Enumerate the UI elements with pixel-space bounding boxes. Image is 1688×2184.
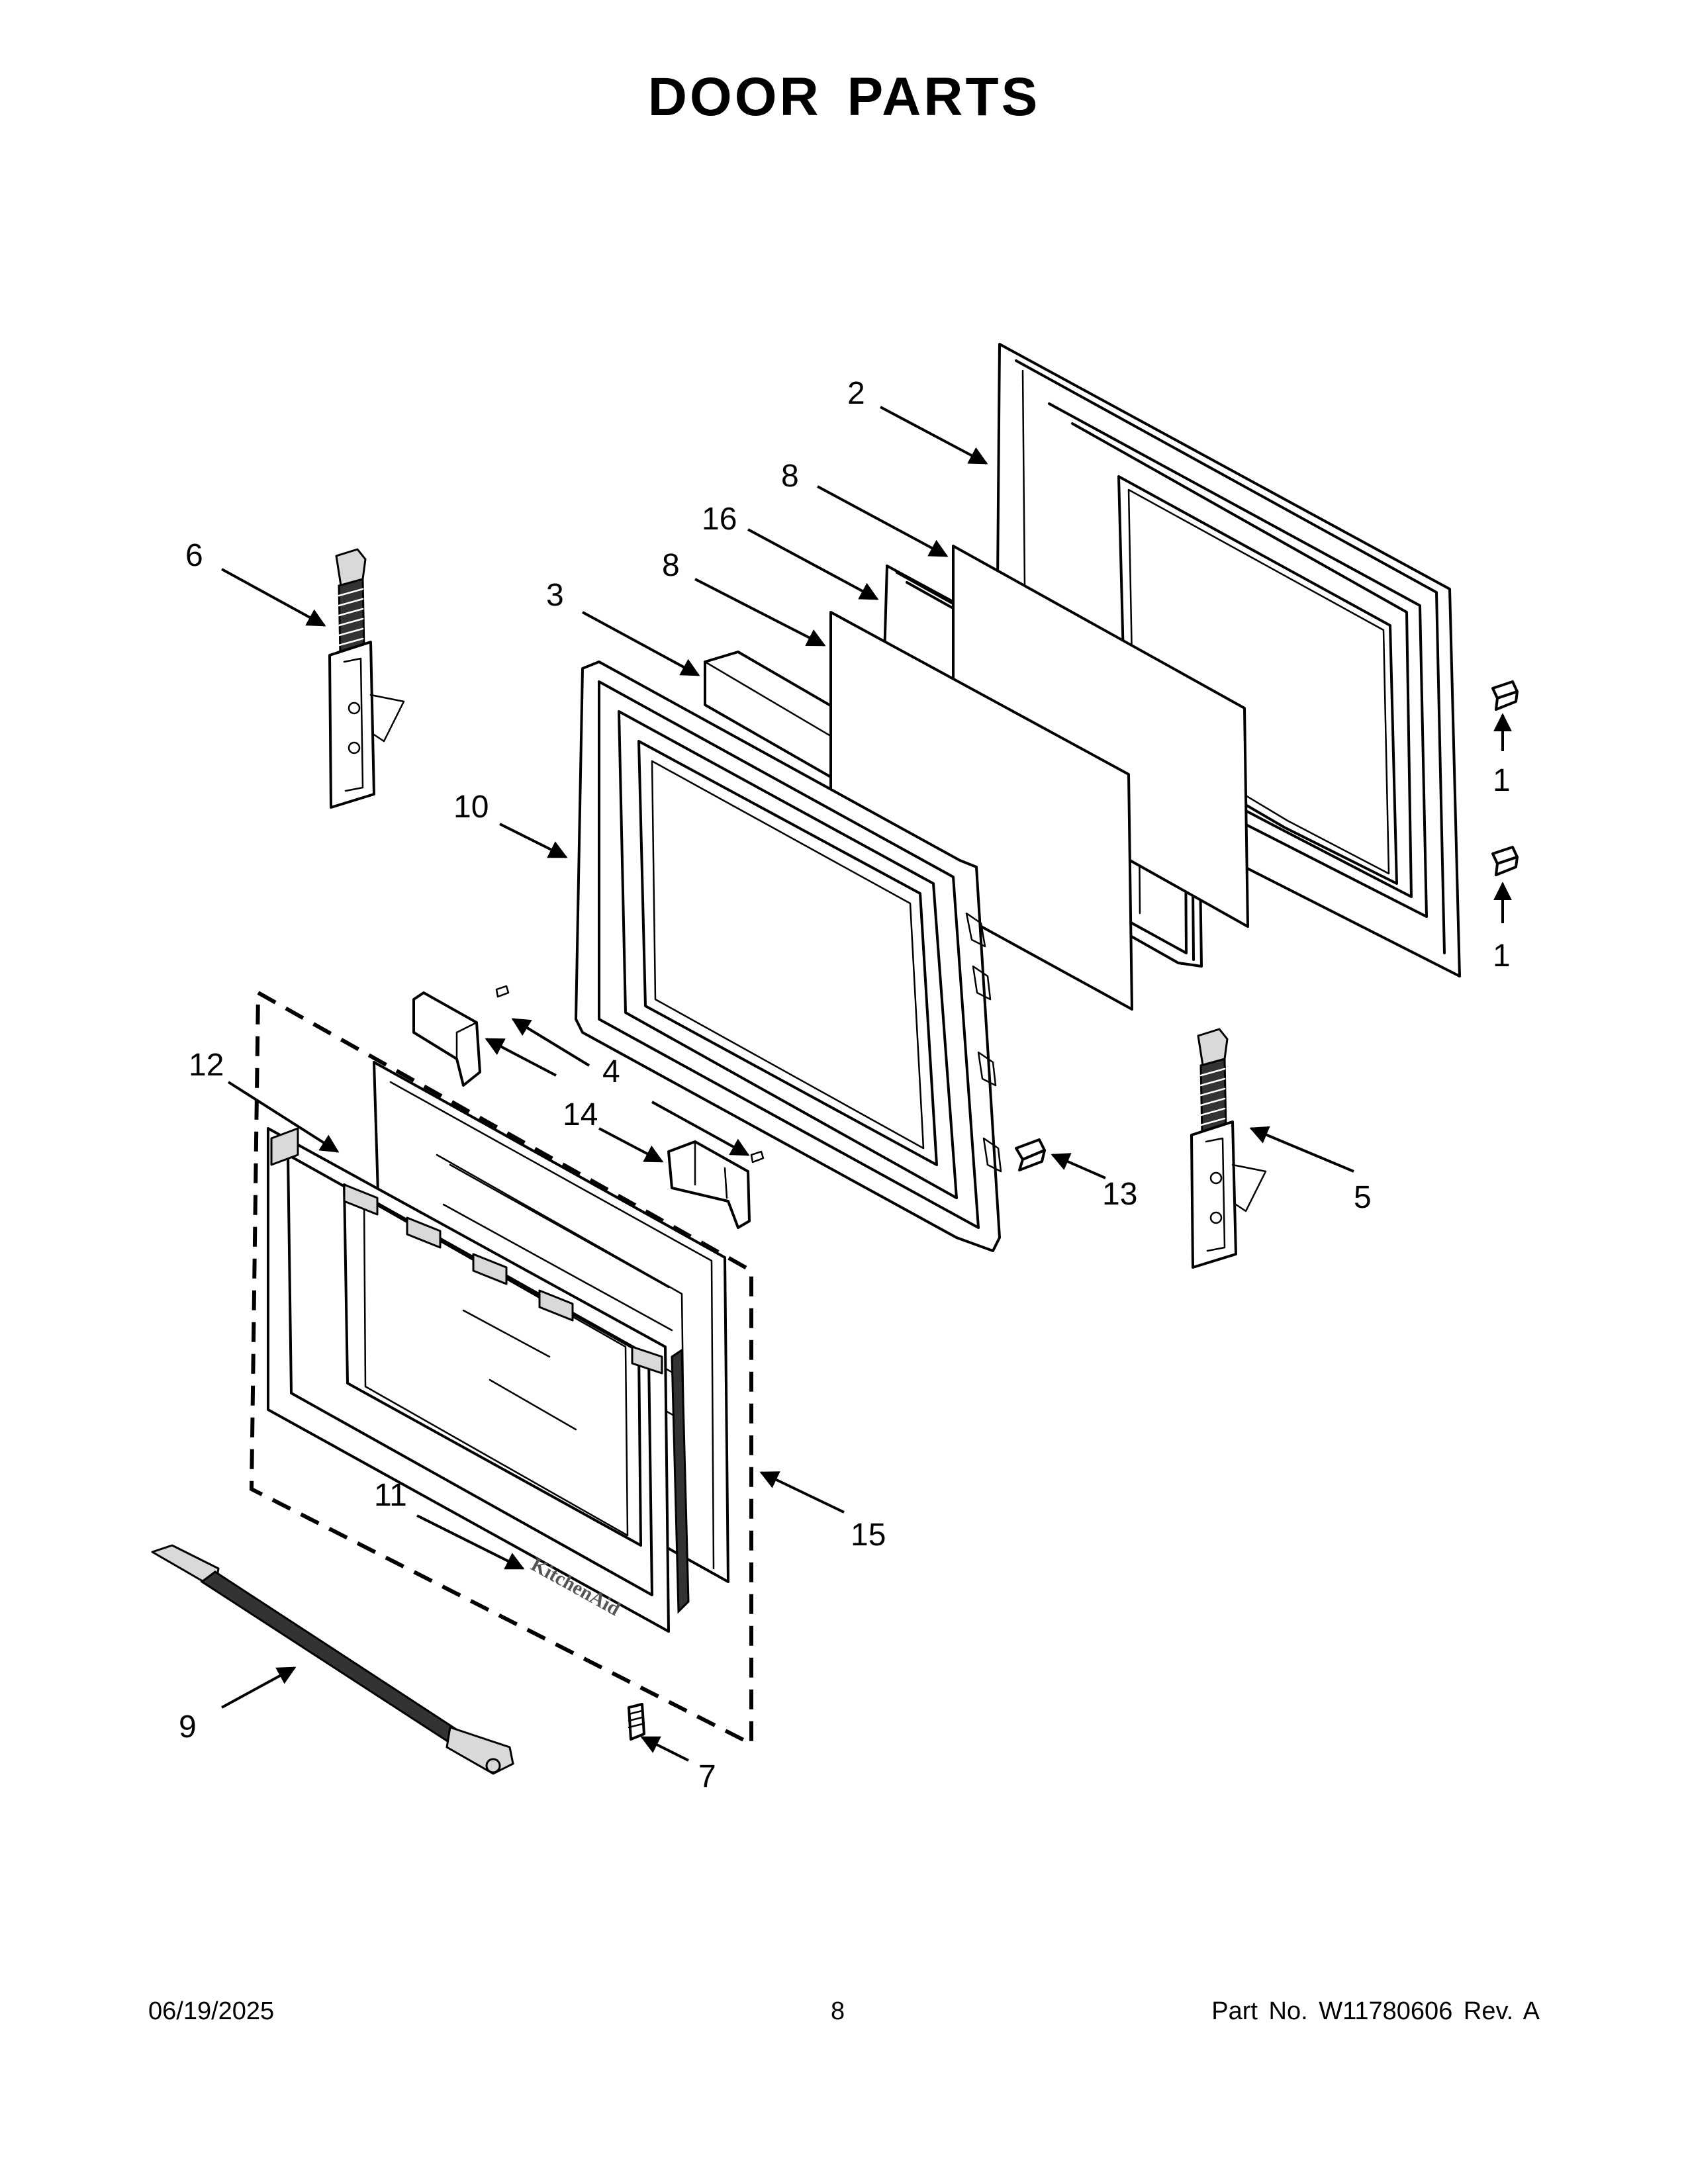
door-handle	[151, 1544, 514, 1775]
bracket-lower	[667, 1140, 751, 1229]
hinge-right	[1190, 1028, 1267, 1269]
footer-page-number: 8	[831, 1997, 845, 2025]
callout-5: 5	[1354, 1180, 1372, 1215]
screw-4-upper	[495, 985, 510, 998]
outer-door-panel	[267, 1061, 729, 1633]
outer-door-assembly-outline	[249, 989, 753, 1747]
leader-lines	[221, 406, 1512, 1762]
footer-part-number: Part No. W11780606 Rev. A	[1211, 1997, 1540, 2025]
callout-1b: 1	[1493, 938, 1511, 974]
screw-lower	[1491, 846, 1519, 876]
callout-8b: 8	[662, 548, 680, 583]
callout-6: 6	[185, 538, 203, 573]
callout-16: 16	[702, 502, 737, 537]
callout-2: 2	[847, 376, 865, 411]
callout-15: 15	[851, 1518, 886, 1553]
bracket-upper	[412, 991, 481, 1087]
callout-12: 12	[189, 1048, 224, 1083]
screw-7	[628, 1703, 645, 1741]
glass-panel-front	[829, 611, 1133, 1011]
hinge-left	[328, 548, 405, 809]
callout-9: 9	[179, 1709, 197, 1745]
callout-14: 14	[563, 1097, 598, 1132]
callout-11: 11	[374, 1478, 407, 1513]
footer-date: 06/19/2025	[148, 1997, 275, 2025]
callout-3: 3	[546, 578, 564, 613]
callout-7: 7	[698, 1759, 716, 1794]
screw-13	[1015, 1138, 1046, 1171]
door-liner-frame	[575, 660, 1002, 1252]
callout-1a: 1	[1493, 763, 1511, 798]
page-title: DOOR PARTS	[647, 67, 1041, 127]
callout-8a: 8	[781, 459, 799, 494]
callout-4: 4	[602, 1054, 620, 1089]
callout-13: 13	[1102, 1177, 1137, 1212]
inner-door-panel	[995, 343, 1461, 978]
screw-upper	[1491, 680, 1519, 711]
screw-4-lower	[750, 1150, 765, 1163]
callout-10: 10	[453, 790, 489, 825]
